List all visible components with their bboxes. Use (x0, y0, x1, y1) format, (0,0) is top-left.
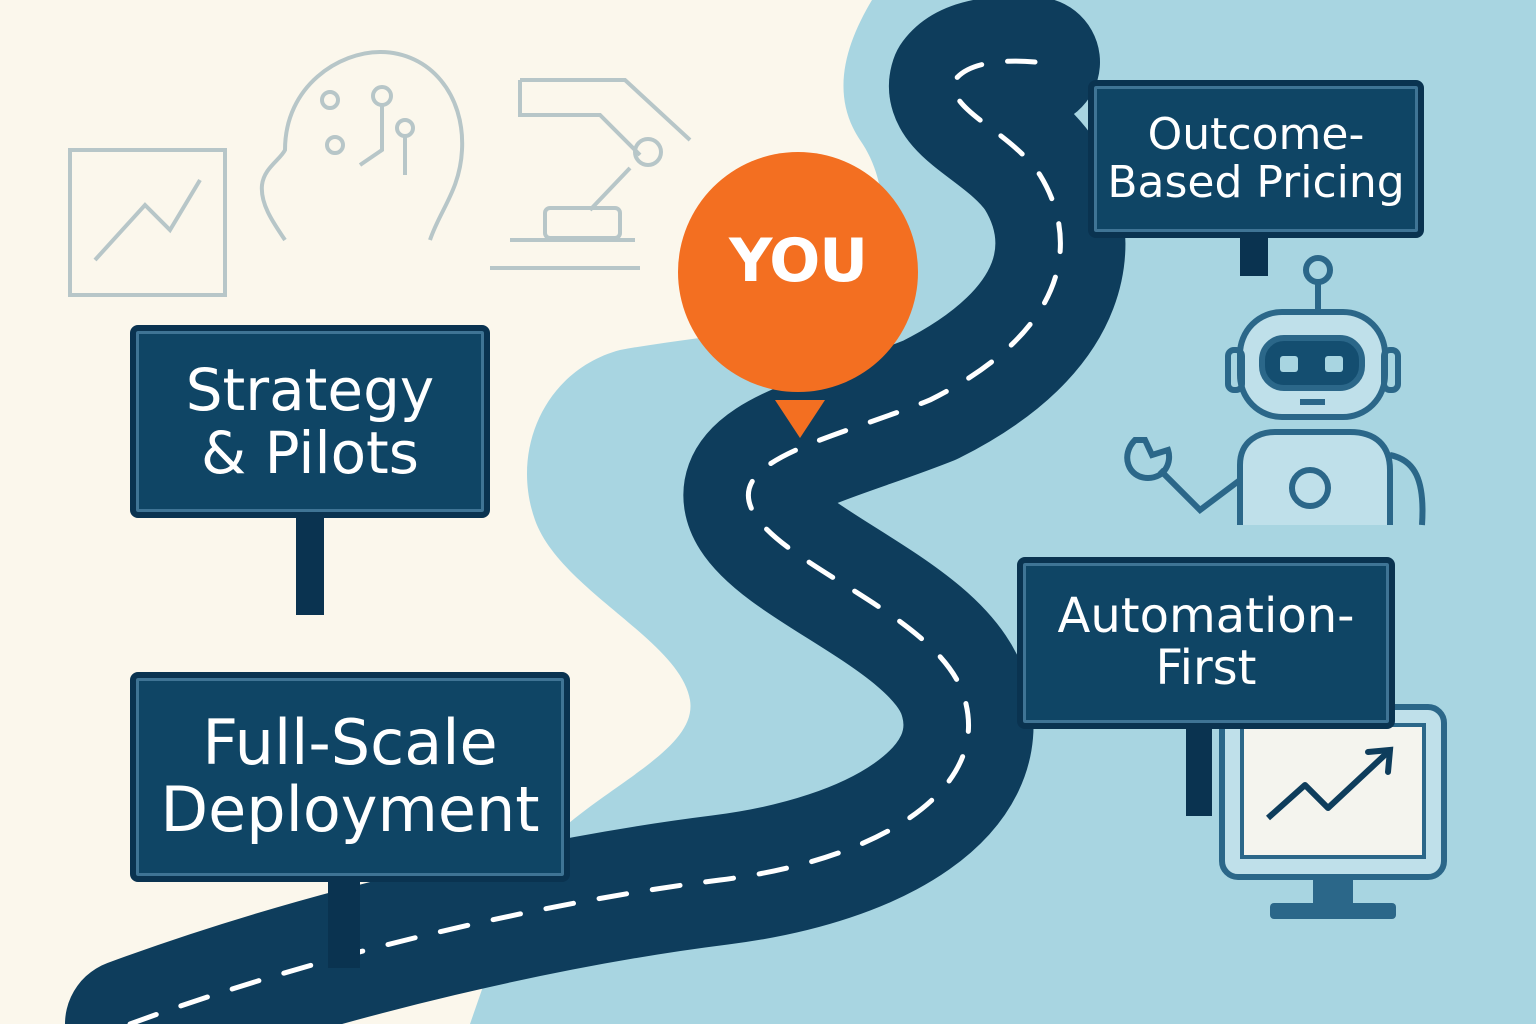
sign-text-line: Deployment (160, 773, 540, 846)
sign-post (296, 515, 324, 615)
sign-post (1240, 236, 1268, 276)
robot-icon (1225, 255, 1426, 526)
you-marker-label: YOU (728, 226, 868, 296)
signpost-automation-first: Automation- First (1017, 557, 1395, 729)
monitor-chart-icon (1219, 704, 1447, 919)
ai-head-icon (259, 49, 465, 242)
robotic-arm-icon (490, 78, 692, 270)
sign-post (1186, 726, 1212, 816)
sign-text-line: Based Pricing (1107, 157, 1405, 208)
sign-text-line: Strategy (185, 355, 435, 424)
signpost-full-scale-deployment: Full-Scale Deployment (130, 672, 570, 882)
you-location-pin (678, 152, 918, 438)
sign-text-line: & Pilots (200, 418, 420, 487)
trend-chart-icon (68, 148, 227, 297)
wrench-icon (1124, 437, 1242, 514)
sign-post (328, 878, 360, 968)
sign-text-line: Outcome- (1147, 109, 1365, 161)
sign-text-line: First (1155, 640, 1257, 696)
sign-text-line: Full-Scale (202, 706, 498, 780)
road-center-line (127, 58, 1063, 1024)
sign-text-line: Automation- (1057, 588, 1355, 645)
signpost-strategy-pilots: Strategy & Pilots (130, 325, 490, 518)
signpost-outcome-based-pricing: Outcome- Based Pricing (1088, 80, 1424, 238)
